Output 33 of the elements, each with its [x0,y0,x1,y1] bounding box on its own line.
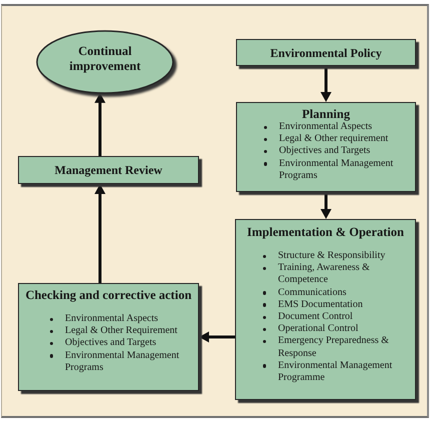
list-item: Structure & Responsibility [262,250,398,262]
arrow [199,332,235,342]
arrow [94,92,106,156]
list-item: Communications [262,286,398,299]
arrow [320,66,332,102]
list-item: Operational Control [262,323,398,336]
process-box [18,283,199,391]
box-title: Checking and corrective action [25,288,192,302]
box-title: Continual improvement [68,44,142,74]
arrow [320,192,332,219]
process-box [236,102,416,192]
process-box [236,39,416,66]
process-box [235,219,416,400]
box-title: Implementation & Operation [247,225,404,239]
box-title: Planning [302,107,350,121]
arrow [94,184,106,283]
list-item: Training, Awareness & Competence [262,262,398,287]
list-item: Environmental Management Programs [263,158,399,182]
box-title: Management Review [54,163,162,177]
list-item: EMS Documentation [262,298,398,312]
list-item: Emergency Preparedness & Response [262,335,398,360]
list-item: Legal & Other requirement [263,133,399,146]
ellipse-node [36,30,174,94]
list-item: Environmental Aspects [49,313,185,326]
list-item: Environmental Aspects [263,121,399,134]
list-item: Document Control [262,311,398,324]
list-item: Environmental Management Programme [262,360,398,384]
list-item: Legal & Other Requirement [49,325,185,338]
list-item: Objectives and Targets [49,337,185,350]
process-box [18,156,199,184]
list-item: Objectives and Targets [263,145,399,158]
box-title: Environmental Policy [270,46,382,60]
list-item: Environmental Management Programs [49,350,185,374]
